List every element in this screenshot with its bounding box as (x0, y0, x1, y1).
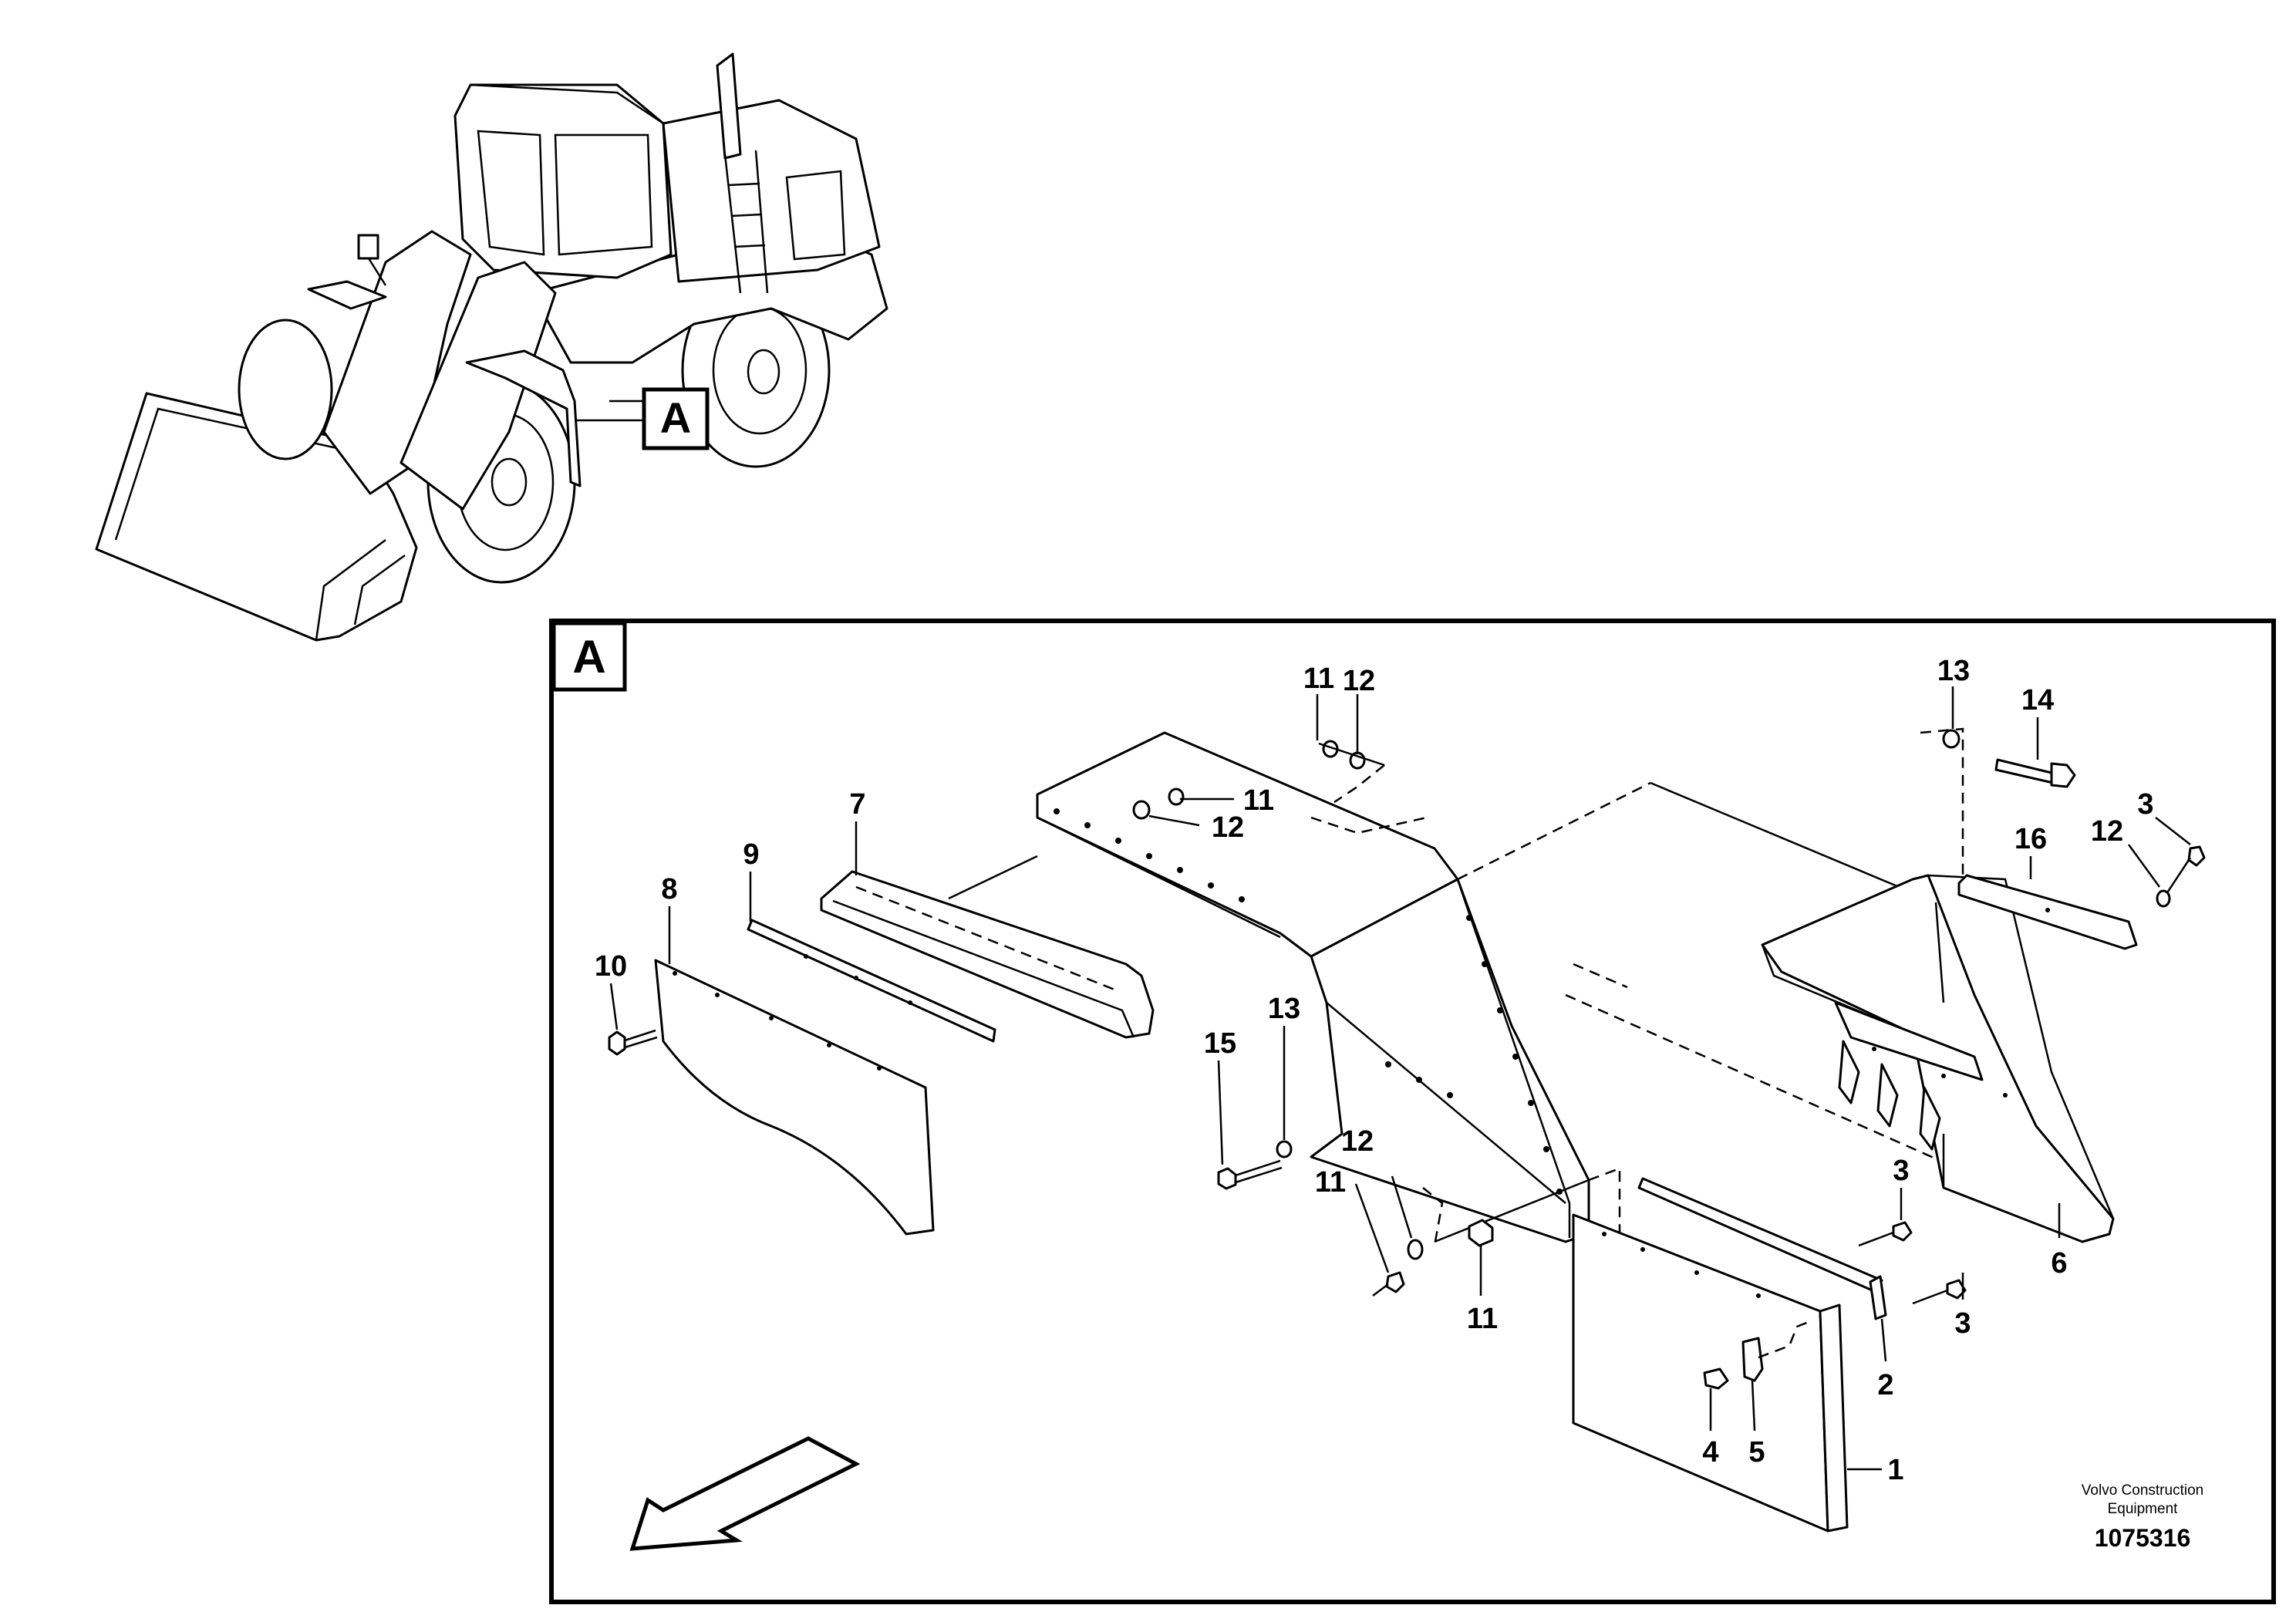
callout-9: 9 (743, 838, 759, 871)
callout-2: 2 (1877, 1369, 1893, 1401)
front-fender-left (307, 280, 387, 310)
bolts-washers (1132, 727, 2206, 1390)
callout-10: 10 (595, 950, 627, 983)
callout-8: 8 (661, 873, 677, 905)
wheel-loader-illustration: A (95, 52, 888, 642)
detail-title: A (572, 631, 605, 683)
callout-11: 11 (1467, 1303, 1498, 1335)
fender-top-holes (1054, 808, 1245, 902)
callout-16: 16 (2014, 823, 2047, 855)
callout-12: 12 (1212, 811, 1244, 844)
callout-7: 7 (849, 788, 865, 821)
callout-5: 5 (1748, 1436, 1765, 1469)
callout-12: 12 (1341, 1125, 1374, 1158)
drawing-number: 1075316 (2095, 1524, 2191, 1552)
detail-frame (549, 619, 2276, 1604)
callout-4: 4 (1702, 1436, 1718, 1469)
rear-left-tire (238, 319, 333, 460)
callout-12: 12 (1343, 665, 1375, 697)
callout-13: 13 (1268, 993, 1300, 1025)
direction-arrow (629, 1436, 861, 1551)
publisher-line-1: Volvo Construction (2082, 1482, 2203, 1499)
callout-11: 11 (1303, 663, 1334, 695)
publisher-line-2: Equipment (2108, 1501, 2179, 1517)
callout-3: 3 (1954, 1307, 1971, 1340)
part-8-mud-flap (654, 959, 935, 1236)
callout-13: 13 (1937, 655, 1970, 687)
front-fender-right (465, 349, 582, 487)
callout-6: 6 (2051, 1247, 2067, 1280)
callout-14: 14 (2021, 684, 2054, 717)
detail-title-box (551, 621, 627, 692)
callout-3: 3 (1893, 1155, 1909, 1187)
engine-hood (662, 99, 881, 283)
overview-callout-label: A (660, 393, 691, 442)
callout-11: 11 (1243, 784, 1274, 817)
callout-11: 11 (1315, 1166, 1346, 1199)
part-1-rear-mud-flap (1572, 1213, 1829, 1533)
bucket (95, 392, 418, 642)
callout-labels: 11 12 11 12 13 14 3 16 12 7 9 8 10 15 13… (595, 655, 2154, 1486)
callout-1: 1 (1887, 1454, 1903, 1486)
part-10-bolt (608, 1030, 626, 1056)
leader-lines (609, 686, 2191, 1471)
callout-3: 3 (2137, 788, 2153, 821)
overview-callout-box (642, 387, 710, 450)
part-7-trim (820, 870, 1155, 1039)
fender-assembly (608, 727, 2206, 1533)
callout-15: 15 (1204, 1027, 1236, 1060)
lift-arm (322, 230, 472, 495)
callout-12: 12 (2091, 815, 2123, 848)
publisher-block: Volvo Construction Equipment 1075316 (2082, 1482, 2203, 1552)
